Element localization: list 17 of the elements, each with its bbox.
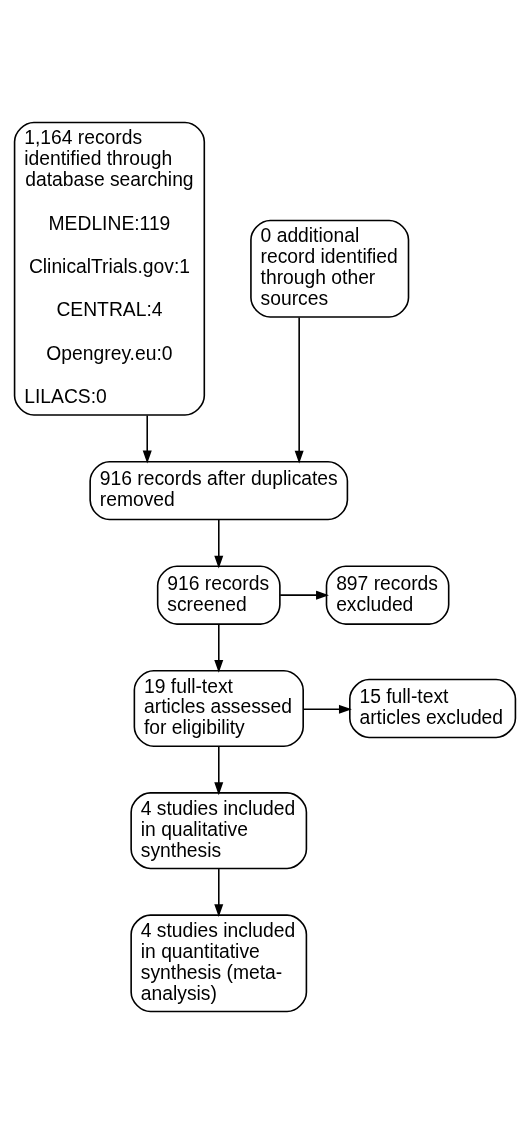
arrow: [294, 316, 304, 464]
node-box: 916 records screened: [156, 564, 281, 625]
arrow: [142, 414, 152, 463]
arrow: [302, 704, 352, 714]
node-box: 19 full-text articles assessed for eligibility: [133, 669, 304, 747]
node-box: 897 records excluded: [325, 564, 450, 625]
arrow: [214, 518, 224, 569]
arrow: [214, 745, 224, 795]
node-box: 1,164 records identified through database searching MEDLINE:119 ClinicalTrials.gov:1 CENTRAL:4 Opengrey.eu:0 LILACS:0: [13, 121, 206, 416]
arrow: [214, 623, 224, 673]
node-box: 15 full-text articles excluded: [349, 678, 517, 738]
arrow: [279, 590, 329, 600]
arrow: [214, 867, 224, 917]
node-box: 0 additional record identified through other sources: [250, 219, 410, 318]
node-box: 4 studies included in qualitative synthesis: [130, 791, 308, 869]
node-box: 4 studies included in quantitative synthesis (meta-analysis): [130, 913, 308, 1012]
node-box: 916 records after duplicates removed: [89, 460, 349, 520]
